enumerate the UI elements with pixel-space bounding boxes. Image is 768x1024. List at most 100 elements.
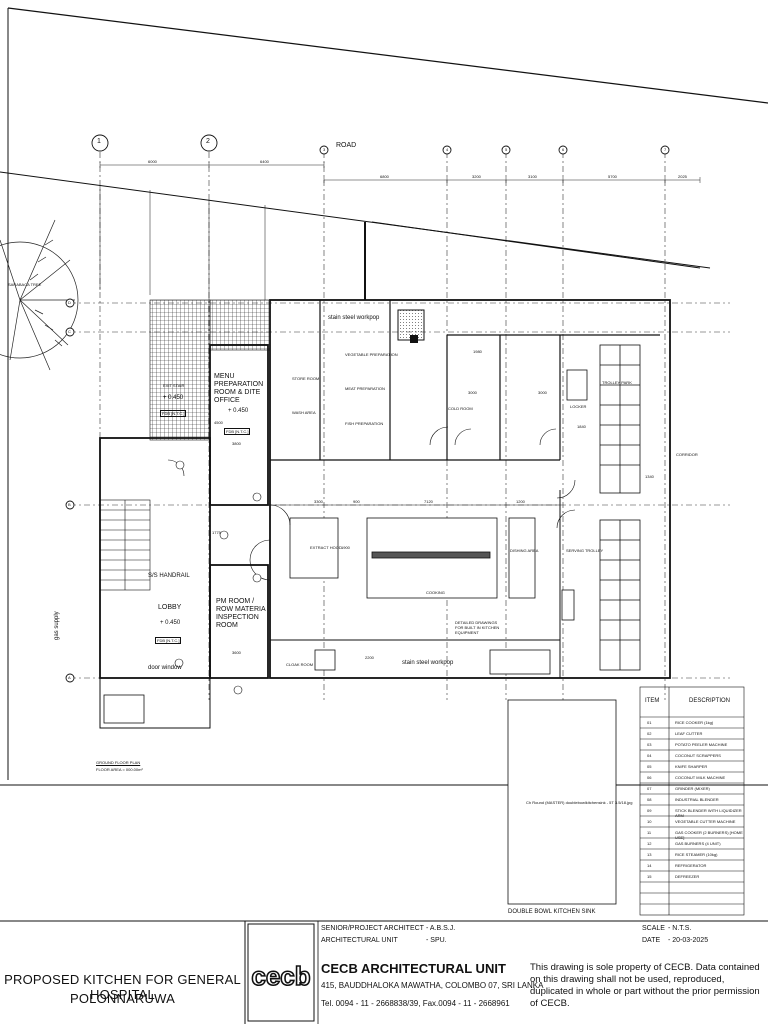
item-no: 08 bbox=[647, 797, 652, 802]
dimension-label: 1775 bbox=[212, 530, 221, 535]
project-title-line1: PROPOSED KITCHEN FOR GENERAL HOSPITAL bbox=[4, 972, 241, 1002]
fish-prep: FISH PREPARATION bbox=[345, 421, 384, 426]
item-no: 12 bbox=[647, 841, 652, 846]
dimension-label: 2200 bbox=[365, 655, 374, 660]
door-swings bbox=[167, 426, 576, 581]
item-desc: VEGETABLE CUTTER MACHINE bbox=[675, 819, 736, 824]
grid-number: 2 bbox=[206, 138, 210, 145]
date-label: DATE bbox=[642, 937, 661, 944]
wash-area: WASH AREA bbox=[292, 410, 316, 415]
trolley-park: TROLLEY PARK bbox=[602, 380, 632, 385]
senior-architect-label: SENIOR/PROJECT ARCHITECT bbox=[321, 925, 424, 932]
project-title-line2: POLONNARUWA bbox=[69, 991, 175, 1006]
cold-room-box bbox=[410, 335, 418, 343]
item-table-grid bbox=[639, 686, 745, 916]
unit-telephone: Tel. 0094 - 11 - 2668838/39, Fax.0094 - … bbox=[321, 999, 510, 1008]
item-no: 01 bbox=[647, 720, 652, 725]
logo-lettering: cecb bbox=[251, 961, 310, 991]
plan-scale: FLOOR AREA = 000.00m² bbox=[96, 767, 143, 772]
item-no: 10 bbox=[647, 819, 652, 824]
cold-room: COLD ROOM bbox=[448, 406, 473, 411]
dimension-lines bbox=[99, 162, 701, 506]
veg-prep: VEGETABLE PREPARATION bbox=[345, 352, 398, 357]
item-desc: RICE STEAMER (10kg) bbox=[675, 852, 718, 857]
cecb-logo: cecb bbox=[247, 923, 315, 1022]
level-marker: + 0.450 bbox=[160, 620, 181, 626]
dimension-label: 1840 bbox=[577, 424, 586, 429]
item-desc: LEAF CUTTER bbox=[675, 731, 703, 736]
table-header-description: DESCRIPTION bbox=[689, 698, 731, 704]
dimension-label: 1900 bbox=[341, 545, 350, 550]
building-walls bbox=[99, 299, 671, 729]
item-desc: DEFREEZER bbox=[675, 874, 700, 879]
dimension-label: 1200 bbox=[516, 499, 525, 504]
room-menu-preparation: MENU PREPARATION ROOM & DITE OFFICE bbox=[214, 373, 264, 404]
unit-address: 415, BAUDDHALOKA MAWATHA, COLOMBO 07, SR… bbox=[321, 981, 544, 990]
grid-number: 7 bbox=[664, 147, 667, 152]
sink-image-frame bbox=[507, 699, 617, 905]
item-no: 03 bbox=[647, 742, 652, 747]
item-no: 05 bbox=[647, 764, 652, 769]
gas-supply-label: gas supply bbox=[54, 611, 60, 640]
item-desc: INDUSTRIAL BLENDER bbox=[675, 797, 719, 802]
dimension-label: 3300 bbox=[314, 499, 323, 504]
road-label: ROAD bbox=[336, 142, 357, 149]
item-desc: COCONUT SCRAPPERS bbox=[675, 753, 721, 758]
grid-letter: C bbox=[68, 329, 71, 334]
scale-value: - N.T.S. bbox=[668, 925, 692, 932]
table-row: 10 VEGETABLE CUTTER MACHINE bbox=[641, 816, 743, 827]
grid-number: 3 bbox=[323, 147, 326, 152]
item-no: 06 bbox=[647, 775, 652, 780]
grid-letter: B bbox=[68, 502, 71, 507]
steel-workpop-bottom: stain steel workpop bbox=[402, 660, 454, 666]
site-boundary bbox=[0, 171, 711, 300]
item-desc: RICE COOKER (1kg) bbox=[675, 720, 714, 725]
table-row: 12 GAS BURNERS (4 UNIT) bbox=[641, 838, 743, 849]
dimension-label: 3600 bbox=[232, 650, 241, 655]
date-value: - 20-03-2025 bbox=[668, 937, 709, 944]
level-marker: + 0.450 bbox=[228, 408, 249, 414]
sink-caption: DOUBLE BOWL KITCHEN SINK bbox=[508, 909, 596, 915]
dimension-label: 5700 bbox=[608, 174, 617, 179]
store-room: STORE ROOM bbox=[292, 376, 320, 381]
item-no: 07 bbox=[647, 786, 652, 791]
room-tag: FDB [N.T.C.] bbox=[160, 410, 187, 417]
sink-image-placeholder: Ch Round (MASTER) doublebowlkitchensink … bbox=[526, 800, 633, 805]
dishing-area: DISHING AREA bbox=[510, 548, 539, 553]
room-exit-stair: EXIT STAIR bbox=[163, 383, 185, 388]
table-header-item: ITEM bbox=[645, 698, 660, 704]
architectural-unit-value: - SPU. bbox=[426, 937, 447, 944]
dimension-label: 3100 bbox=[528, 174, 537, 179]
table-row: 05 KNIFE SHARPER bbox=[641, 761, 743, 772]
item-no: 09 bbox=[647, 808, 652, 813]
dimension-label: 900 bbox=[353, 499, 360, 504]
dimension-label: 2025 bbox=[678, 174, 687, 179]
door-window-label: door window bbox=[148, 665, 182, 671]
senior-architect-value: - A.B.S.J. bbox=[426, 925, 456, 932]
item-no: 11 bbox=[647, 830, 652, 835]
locker: LOCKER bbox=[570, 404, 587, 409]
dimension-label: 3000 bbox=[538, 390, 547, 395]
staircase bbox=[99, 499, 151, 591]
drawing-info-block: SENIOR/PROJECT ARCHITECT - A.B.S.J. ARCH… bbox=[318, 921, 768, 1024]
item-desc: GAS BURNERS (4 UNIT) bbox=[675, 841, 721, 846]
corridor: CORRIDOR bbox=[676, 452, 698, 457]
dimension-label: 6000 bbox=[148, 159, 157, 164]
dimension-label: 6400 bbox=[260, 159, 269, 164]
level-marker: + 0.450 bbox=[163, 395, 184, 401]
room-lobby: LOBBY bbox=[158, 604, 182, 611]
item-desc: KNIFE SHARPER bbox=[675, 764, 708, 769]
grid-number: 5 bbox=[505, 147, 508, 152]
item-no: 14 bbox=[647, 863, 652, 868]
grid-letter: A bbox=[68, 675, 71, 680]
serving-trolley: SERVING TROLLEY bbox=[566, 548, 604, 553]
handrail-label: S/S HANDRAIL bbox=[148, 573, 190, 579]
